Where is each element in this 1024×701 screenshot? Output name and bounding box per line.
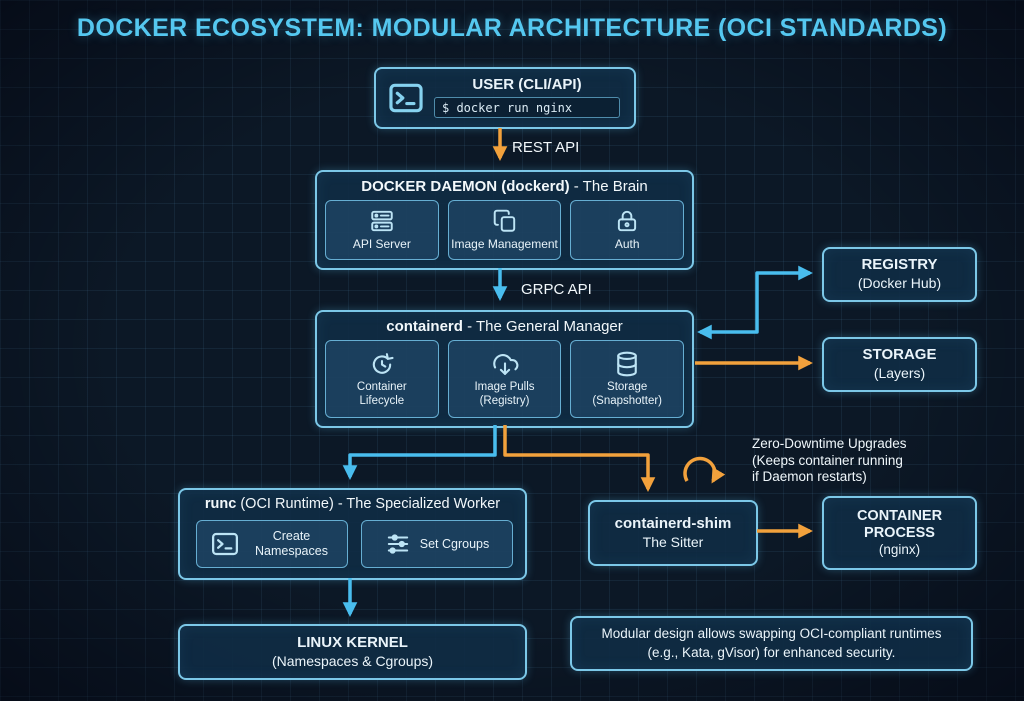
containerd-item-image-pulls: Image Pulls (Registry) bbox=[447, 340, 562, 418]
containerd-item-storage: Storage (Snapshotter) bbox=[570, 340, 685, 418]
terminal-icon bbox=[387, 79, 425, 117]
lifecycle-clock-icon bbox=[368, 350, 396, 378]
daemon-item-api-server: API Server bbox=[325, 200, 439, 260]
terminal-icon bbox=[210, 529, 240, 559]
containerd-item-label: Image Pulls (Registry) bbox=[474, 380, 535, 407]
storage-box: STORAGE (Layers) bbox=[822, 337, 977, 392]
kernel-box: LINUX KERNEL (Namespaces & Cgroups) bbox=[178, 624, 527, 680]
arrow-shim-loop bbox=[683, 456, 726, 484]
api-server-icon bbox=[369, 208, 395, 234]
lock-icon bbox=[614, 208, 640, 234]
sliders-icon bbox=[385, 531, 411, 557]
containerd-item-label: Storage (Snapshotter) bbox=[592, 380, 663, 407]
daemon-item-label: Image Management bbox=[451, 237, 558, 252]
containerd-item-label: Container Lifecycle bbox=[356, 380, 407, 407]
kernel-detail: (Namespaces & Cgroups) bbox=[271, 652, 434, 669]
arrow-containerd-registry bbox=[697, 265, 813, 340]
user-box-title: USER (CLI/API) bbox=[472, 76, 582, 93]
runc-box-title: runc (OCI Runtime) - The Specialized Wor… bbox=[204, 496, 501, 512]
grpc-api-label: GRPC API bbox=[521, 281, 592, 298]
footer-note-text: Modular design allows swapping OCI-compl… bbox=[601, 626, 942, 660]
daemon-item-auth: Auth bbox=[570, 200, 685, 260]
runc-item-label: Set Cgroups bbox=[419, 536, 490, 551]
user-box: USER (CLI/API) $ docker run nginx bbox=[374, 67, 636, 129]
page-title: DOCKER ECOSYSTEM: MODULAR ARCHITECTURE (… bbox=[76, 14, 948, 42]
registry-detail: (Docker Hub) bbox=[857, 275, 942, 292]
command-input: $ docker run nginx bbox=[434, 97, 620, 118]
daemon-item-image-management: Image Management bbox=[447, 200, 562, 260]
shim-box: containerd-shim The Sitter bbox=[588, 500, 758, 566]
footer-note-box: Modular design allows swapping OCI-compl… bbox=[570, 616, 973, 671]
documents-icon bbox=[492, 208, 518, 234]
arrow-containerd-runc bbox=[342, 425, 497, 480]
containerd-items: Container Lifecycle Image Pulls (Registr… bbox=[325, 340, 685, 418]
daemon-box: DOCKER DAEMON (dockerd) - The Brain API … bbox=[315, 170, 694, 270]
runc-item-set-cgroups: Set Cgroups bbox=[361, 520, 513, 568]
runc-box: runc (OCI Runtime) - The Specialized Wor… bbox=[178, 488, 527, 580]
daemon-item-label: Auth bbox=[614, 237, 640, 252]
storage-name: STORAGE bbox=[862, 346, 937, 364]
daemon-item-label: API Server bbox=[352, 237, 411, 252]
rest-api-label: REST API bbox=[512, 139, 580, 156]
container-process-detail: (nginx) bbox=[878, 542, 921, 558]
database-icon bbox=[613, 350, 641, 378]
registry-box: REGISTRY (Docker Hub) bbox=[822, 247, 977, 302]
shim-subtitle: The Sitter bbox=[642, 533, 704, 550]
containerd-box: containerd - The General Manager Contain… bbox=[315, 310, 694, 428]
kernel-name: LINUX KERNEL bbox=[297, 633, 408, 651]
cloud-download-icon bbox=[491, 350, 519, 378]
runc-item-create-namespaces: Create Namespaces bbox=[196, 520, 348, 568]
container-process-name: PROCESS bbox=[864, 524, 935, 541]
zero-downtime-note: Zero-Downtime Upgrades (Keeps container … bbox=[752, 436, 907, 485]
containerd-box-title: containerd - The General Manager bbox=[386, 318, 623, 335]
daemon-items: API Server Image Management Auth bbox=[325, 200, 685, 260]
registry-name: REGISTRY bbox=[861, 256, 938, 274]
runc-item-label: Create Namespaces bbox=[255, 529, 328, 558]
container-process-name: CONTAINER bbox=[856, 507, 943, 524]
storage-detail: (Layers) bbox=[873, 365, 926, 382]
shim-name: containerd-shim bbox=[614, 514, 732, 532]
arrow-containerd-shim bbox=[503, 425, 656, 492]
container-process-box: CONTAINER PROCESS (nginx) bbox=[822, 496, 977, 570]
containerd-item-lifecycle: Container Lifecycle bbox=[325, 340, 439, 418]
daemon-box-title: DOCKER DAEMON (dockerd) - The Brain bbox=[361, 178, 648, 195]
